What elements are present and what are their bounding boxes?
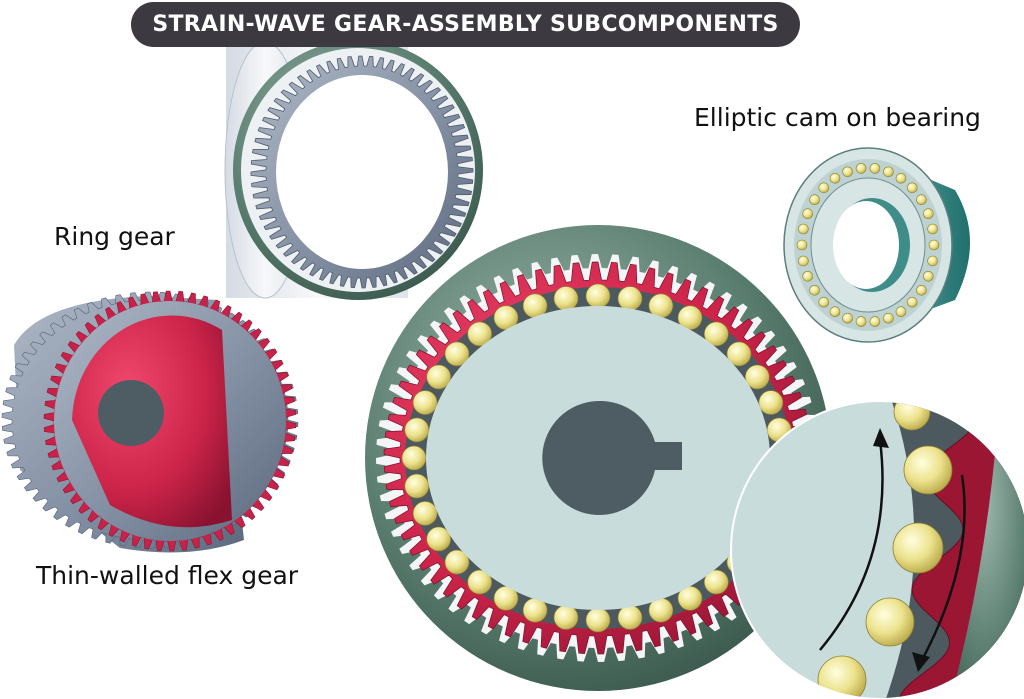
assembly-ball — [467, 321, 493, 347]
bearing-ball — [916, 284, 927, 296]
rotation-arrow-down — [920, 474, 966, 661]
assembly-ball — [404, 417, 430, 443]
label-elliptic-cam: Elliptic cam on bearing — [694, 103, 981, 132]
bearing-ball — [869, 316, 881, 327]
bearing-ball — [842, 312, 853, 324]
bearing-ball — [798, 255, 809, 267]
bearing-ball — [818, 182, 830, 194]
zoom-ball — [892, 522, 944, 574]
assembly-ball — [726, 341, 752, 367]
bearing-ball — [855, 316, 867, 327]
zoom-ball — [893, 402, 931, 431]
bearing-ball — [927, 255, 938, 267]
zoom-ball — [865, 597, 915, 647]
flex-gear — [1, 290, 299, 553]
assembly-ball — [467, 569, 493, 595]
flex-gear-hub-hole — [98, 380, 164, 446]
bearing-ball — [883, 166, 894, 178]
bearing-ball — [928, 239, 940, 251]
bearing-bore — [833, 201, 899, 289]
assembly-ball — [444, 341, 470, 367]
assembly-ball — [585, 607, 611, 633]
assembly-ball — [703, 321, 729, 347]
bearing-ball — [809, 284, 820, 296]
rotation-arrow-down-head — [912, 652, 930, 672]
zoom-ball — [903, 445, 953, 495]
bearing-ball — [829, 173, 841, 184]
bearing-ball — [869, 163, 881, 174]
elliptic-cam-bearing — [783, 147, 970, 343]
cam-keyed-bore — [542, 400, 682, 515]
assembly-ball — [617, 605, 643, 630]
assembly-ball — [703, 569, 729, 595]
ring-gear — [224, 40, 483, 300]
bearing-ball — [802, 270, 814, 282]
zoom-balls — [817, 402, 953, 698]
assembly-ball — [553, 286, 579, 311]
assembly-ball — [758, 390, 784, 415]
zoom-ball — [817, 655, 867, 698]
bearing-ball — [922, 270, 934, 282]
label-ring-gear: Ring gear — [54, 222, 175, 251]
assembly-ball — [585, 283, 611, 309]
rotation-arrow-up-head — [873, 428, 889, 448]
assembly-ball — [404, 473, 430, 499]
assembly-ball — [412, 501, 438, 526]
bearing-ball — [829, 306, 841, 318]
assembly-ball — [401, 445, 427, 471]
assembly-ball — [617, 286, 643, 311]
diagram-title: STRAIN-WAVE GEAR-ASSEMBLY SUBCOMPONENTS — [131, 2, 800, 47]
bearing-ball — [883, 312, 894, 324]
bearing-ball — [796, 239, 808, 251]
bearing-ball — [906, 182, 918, 194]
assembly-ball — [744, 364, 770, 390]
assembly-ball — [412, 390, 438, 415]
bearing-ball — [916, 194, 927, 205]
bearing-balls — [796, 163, 940, 327]
bearing-ball — [809, 194, 820, 205]
label-flex-gear: Thin-walled flex gear — [36, 561, 299, 590]
assembly-ball — [553, 605, 579, 630]
bearing-ball — [895, 306, 907, 318]
ring-gear-bore — [276, 75, 448, 269]
bearing-ball — [855, 163, 867, 174]
bearing-ball — [802, 208, 814, 219]
bearing-ball — [922, 208, 934, 219]
bearing-ball — [906, 296, 918, 308]
bearing-ball — [818, 296, 830, 308]
assembly-ball — [426, 364, 452, 390]
assembly-ball — [444, 549, 470, 575]
rotation-arrow-up — [819, 439, 884, 651]
bearing-ball — [895, 173, 907, 184]
bearing-ball — [798, 223, 809, 235]
bearing-ball — [927, 223, 938, 235]
assembly-ball — [426, 526, 452, 552]
bearing-ball — [842, 166, 853, 178]
